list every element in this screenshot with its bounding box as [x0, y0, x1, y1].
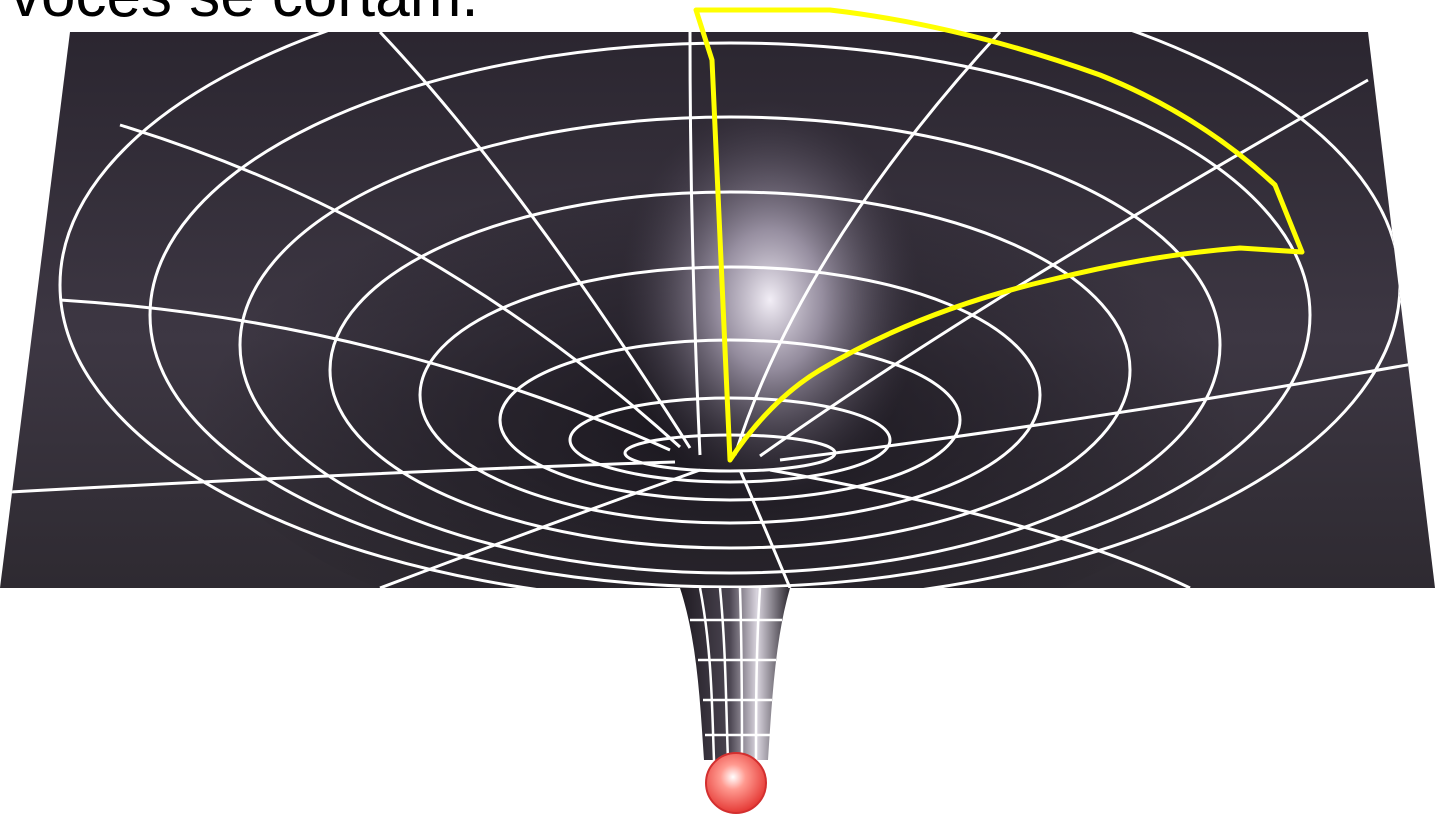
grid-rings	[58, 32, 1402, 588]
highlight-wedge-outline	[693, 7, 1305, 463]
singularity-ball	[705, 752, 767, 814]
grid-radials	[9, 32, 1435, 588]
funnel-throat	[680, 587, 790, 761]
caption-text: vocês se cortam.	[10, 0, 479, 32]
